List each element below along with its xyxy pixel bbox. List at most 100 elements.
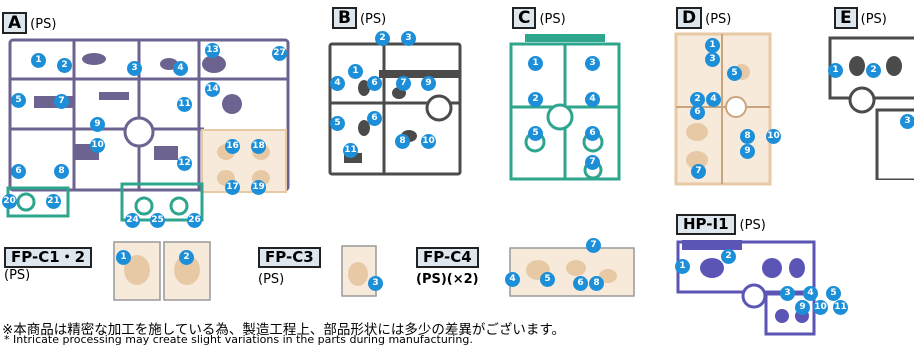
part-number-badge: 2 — [690, 92, 705, 107]
fp-c12-title: FP-C1・2 — [4, 247, 93, 268]
hp-i1-title: HP-I1(PS) — [676, 214, 766, 235]
part-number-badge: 5 — [540, 272, 555, 287]
runner-e-title: E(PS) — [834, 7, 887, 29]
part-number-badge: 8 — [589, 276, 604, 291]
part-number-badge: 12 — [177, 156, 192, 171]
part-number-badge: 6 — [585, 126, 600, 141]
runner-b-letter: B — [332, 7, 357, 29]
part-number-badge: 3 — [705, 52, 720, 67]
part-number-badge: 5 — [11, 93, 26, 108]
part-number-badge: 25 — [150, 213, 165, 228]
runner-e-letter: E — [834, 7, 858, 29]
part-number-badge: 26 — [187, 213, 202, 228]
runner-b-diagram — [328, 42, 462, 176]
part-number-badge: 3 — [127, 61, 142, 76]
part-number-badge: 2 — [866, 63, 881, 78]
part-number-badge: 14 — [205, 82, 220, 97]
part-number-badge: 6 — [690, 105, 705, 120]
part-number-badge: 4 — [505, 272, 520, 287]
runner-a-letter: A — [2, 12, 28, 34]
part-number-badge: 4 — [585, 92, 600, 107]
part-number-badge: 5 — [528, 126, 543, 141]
runner-b-title: B(PS) — [332, 7, 386, 29]
part-number-badge: 20 — [2, 194, 17, 209]
runner-c-letter: C — [512, 7, 537, 29]
part-number-badge: 2 — [57, 58, 72, 73]
part-number-badge: 13 — [205, 43, 220, 58]
part-number-badge: 6 — [367, 111, 382, 126]
fp-c3-material: (PS) — [258, 272, 285, 287]
part-number-badge: 10 — [90, 138, 105, 153]
part-number-badge: 1 — [528, 56, 543, 71]
fp-c12-diagram — [113, 241, 211, 301]
part-number-badge: 16 — [225, 139, 240, 154]
part-number-badge: 21 — [46, 194, 61, 209]
runner-e-material: (PS) — [860, 12, 887, 27]
fp-c12-material: (PS) — [4, 268, 31, 283]
part-number-badge: 6 — [367, 76, 382, 91]
runner-d-letter: D — [676, 7, 703, 29]
part-number-badge: 1 — [705, 38, 720, 53]
part-number-badge: 11 — [833, 300, 848, 315]
part-number-badge: 18 — [251, 139, 266, 154]
part-number-badge: 7 — [691, 164, 706, 179]
runner-d-material: (PS) — [705, 12, 732, 27]
part-number-badge: 11 — [343, 143, 358, 158]
runner-e-diagram — [828, 36, 914, 180]
part-number-badge: 2 — [528, 92, 543, 107]
part-number-badge: 1 — [31, 53, 46, 68]
part-number-badge: 6 — [573, 276, 588, 291]
part-number-badge: 4 — [706, 92, 721, 107]
part-number-badge: 3 — [585, 56, 600, 71]
part-number-badge: 6 — [11, 164, 26, 179]
part-number-badge: 27 — [272, 46, 287, 61]
part-number-badge: 2 — [721, 249, 736, 264]
part-number-badge: 10 — [813, 300, 828, 315]
part-number-badge: 3 — [900, 114, 914, 129]
part-number-badge: 9 — [421, 76, 436, 91]
part-number-badge: 3 — [368, 276, 383, 291]
part-number-badge: 2 — [179, 250, 194, 265]
part-number-badge: 1 — [828, 63, 843, 78]
runner-d-title: D(PS) — [676, 7, 731, 29]
fp-c3-title: FP-C3 — [258, 247, 321, 268]
part-number-badge: 8 — [395, 134, 410, 149]
part-number-badge: 7 — [585, 155, 600, 170]
runner-d-diagram — [674, 32, 772, 186]
part-number-badge: 1 — [348, 64, 363, 79]
part-number-badge: 19 — [251, 180, 266, 195]
part-number-badge: 3 — [401, 31, 416, 46]
part-number-badge: 8 — [740, 129, 755, 144]
part-number-badge: 9 — [795, 300, 810, 315]
fp-c4-diagram — [509, 247, 635, 297]
hp-i1-diagram — [676, 240, 816, 336]
fp-c12-label: FP-C1・2 — [4, 247, 93, 268]
part-number-badge: 9 — [740, 144, 755, 159]
runner-b-material: (PS) — [359, 12, 387, 27]
part-number-badge: 10 — [766, 129, 781, 144]
fp-c4-material: (PS)(×2) — [416, 272, 479, 287]
part-number-badge: 7 — [396, 76, 411, 91]
runner-a-title: A(PS) — [2, 12, 56, 34]
part-number-badge: 9 — [90, 117, 105, 132]
hp-i1-material: (PS) — [739, 218, 766, 233]
runner-c-title: C(PS) — [512, 7, 566, 29]
part-number-badge: 24 — [125, 213, 140, 228]
part-number-badge: 5 — [826, 286, 841, 301]
part-number-badge: 4 — [173, 61, 188, 76]
part-number-badge: 1 — [675, 259, 690, 274]
notice-english: * Intricate processing may create slight… — [4, 333, 473, 346]
part-number-badge: 4 — [803, 286, 818, 301]
runner-a-material: (PS) — [30, 17, 57, 32]
part-number-badge: 5 — [727, 66, 742, 81]
part-number-badge: 4 — [330, 76, 345, 91]
notice-japanese: ※本商品は精密な加工を施している為、製造工程上、部品形状には多少の差異がございま… — [2, 322, 566, 338]
hp-i1-label: HP-I1 — [676, 214, 736, 235]
part-number-badge: 7 — [586, 238, 601, 253]
part-number-badge: 10 — [421, 134, 436, 149]
part-number-badge: 3 — [780, 286, 795, 301]
part-number-badge: 2 — [375, 31, 390, 46]
part-number-badge: 8 — [54, 164, 69, 179]
part-number-badge: 17 — [225, 180, 240, 195]
part-number-badge: 5 — [330, 116, 345, 131]
